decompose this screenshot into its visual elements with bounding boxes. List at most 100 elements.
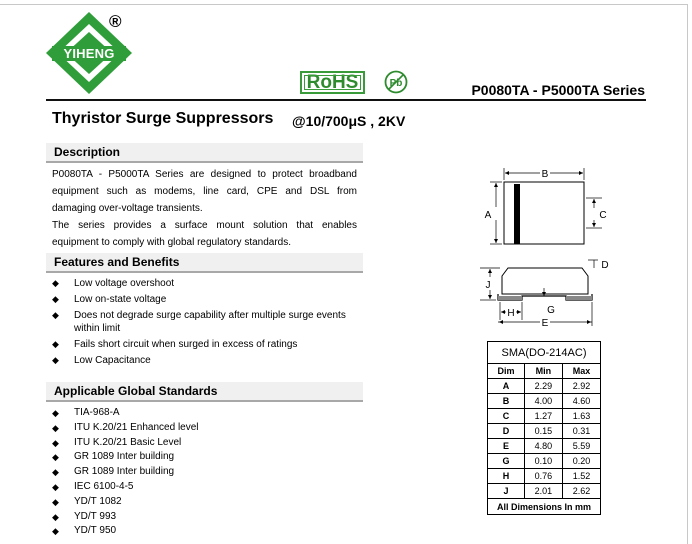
package-outline-diagram: B A C D J G — [480, 168, 609, 329]
list-item: ◆ GR 1089 Inter building — [52, 450, 362, 465]
standard-text: YD/T 950 — [74, 525, 117, 537]
dim-label-j: J — [486, 280, 491, 291]
logo-text: YIHENG — [63, 45, 115, 61]
dim-label-g: G — [547, 305, 555, 316]
feature-text: Low voltage overshoot — [74, 278, 175, 289]
standard-text: ITU K.20/21 Basic Level — [74, 436, 182, 448]
table-footer: All Dimensions In mm — [487, 498, 601, 515]
max-cell: 1.63 — [561, 408, 602, 424]
dim-cell: D — [487, 423, 525, 439]
registered-mark: ® — [109, 12, 122, 31]
diamond-bullet-icon: ◆ — [52, 526, 59, 537]
column-header: Max — [561, 363, 602, 379]
diamond-bullet-icon: ◆ — [52, 294, 59, 304]
list-item: ◆ Low Capacitance — [52, 354, 362, 367]
standard-text: ITU K.20/21 Enhanced level — [74, 421, 199, 433]
max-cell: 0.31 — [561, 423, 602, 439]
standard-text: TIA-968-A — [74, 407, 120, 418]
min-cell: 0.76 — [523, 468, 563, 484]
rating-subtitle: @10/700μS , 2KV — [292, 113, 406, 129]
dim-label-b: B — [542, 169, 549, 180]
features-heading-text: Features and Benefits — [54, 255, 180, 269]
list-item: ◆ ITU K.20/21 Basic Level — [52, 436, 362, 451]
feature-text: Low on-state voltage — [74, 294, 167, 305]
standards-heading: Applicable Global Standards — [46, 382, 363, 402]
list-item: ◆ Fails short circuit when surged in exce… — [52, 338, 362, 351]
table-caption: SMA(DO-214AC) — [487, 341, 601, 364]
rohs-badge: RoHS — [300, 71, 365, 94]
lead-free-icon: Pb — [384, 70, 408, 94]
list-item: ◆ Low on-state voltage — [52, 293, 362, 306]
dim-cell: B — [487, 393, 525, 409]
standard-text: IEC 6100-4-5 — [74, 480, 134, 492]
max-cell: 1.52 — [561, 468, 602, 484]
page-title: Thyristor Surge Suppressors — [52, 110, 274, 127]
side-view: D J G H E — [480, 259, 609, 329]
diamond-bullet-icon: ◆ — [52, 437, 59, 448]
standard-text: GR 1089 Inter building — [74, 451, 175, 463]
list-item: ◆ GR 1089 Inter building — [52, 465, 362, 480]
dim-label-h: H — [507, 308, 514, 319]
max-cell: 2.92 — [561, 378, 602, 394]
max-cell: 2.62 — [561, 483, 602, 499]
description-paragraph: The series provides a surface mount solu… — [52, 220, 357, 248]
feature-text: Low Capacitance — [74, 355, 151, 366]
rohs-label: RoHS — [306, 71, 359, 93]
dim-cell: J — [487, 483, 525, 499]
min-cell: 1.27 — [523, 408, 563, 424]
diamond-bullet-icon: ◆ — [52, 496, 59, 507]
dim-cell: E — [487, 438, 525, 454]
standard-text: GR 1089 Inter building — [74, 466, 175, 478]
max-cell: 0.20 — [561, 453, 602, 469]
diamond-bullet-icon: ◆ — [52, 408, 59, 418]
list-item: ◆ YD/T 993 — [52, 510, 362, 525]
dim-label-e: E — [542, 318, 549, 329]
min-cell: 2.29 — [523, 378, 563, 394]
description-body: P0080TA - P5000TA Series are designed to… — [52, 166, 357, 251]
dim-cell: A — [487, 378, 525, 394]
description-heading: Description — [46, 143, 363, 163]
diamond-bullet-icon: ◆ — [52, 339, 59, 349]
description-heading-text: Description — [54, 145, 121, 159]
standards-heading-text: Applicable Global Standards — [54, 384, 218, 398]
description-paragraph: P0080TA - P5000TA Series are designed to… — [52, 169, 357, 214]
min-cell: 4.80 — [523, 438, 563, 454]
min-cell: 4.00 — [523, 393, 563, 409]
features-list: ◆Low voltage overshoot ◆Low on-state vol… — [52, 277, 362, 370]
min-cell: 0.15 — [523, 423, 563, 439]
rohs-badge-frame — [304, 75, 361, 90]
diamond-bullet-icon: ◆ — [52, 467, 59, 478]
page-border-top — [0, 4, 688, 5]
diamond-bullet-icon: ◆ — [52, 511, 59, 522]
dim-cell: H — [487, 468, 525, 484]
feature-text: Fails short circuit when surged in exces… — [74, 339, 298, 350]
max-cell: 5.59 — [561, 438, 602, 454]
standards-list: ◆ TIA-968-A ◆ ITU K.20/21 Enhanced level ◆… — [52, 406, 362, 539]
list-item: ◆ IEC 6100-4-5 — [52, 480, 362, 495]
diamond-bullet-icon: ◆ — [52, 422, 59, 433]
column-header: Dim — [487, 363, 525, 379]
diamond-bullet-icon: ◆ — [52, 481, 59, 492]
diamond-bullet-icon: ◆ — [52, 355, 59, 365]
column-header: Min — [523, 363, 563, 379]
list-item: ◆ TIA-968-A — [52, 406, 362, 421]
standard-text: YD/T 1082 — [74, 495, 122, 507]
list-item: ◆ YD/T 1082 — [52, 495, 362, 510]
diamond-bullet-icon: ◆ — [52, 452, 59, 463]
feature-text: Does not degrade surge capability after … — [74, 310, 346, 334]
list-item: ◆Low voltage overshoot — [52, 277, 362, 290]
dim-label-c: C — [599, 210, 606, 221]
standard-text: YD/T 993 — [74, 510, 117, 522]
header-divider — [46, 99, 646, 101]
min-cell: 2.01 — [523, 483, 563, 499]
page-border-right — [687, 4, 688, 544]
pb-label: Pb — [390, 78, 403, 89]
company-logo: YIHENG — [46, 12, 132, 94]
